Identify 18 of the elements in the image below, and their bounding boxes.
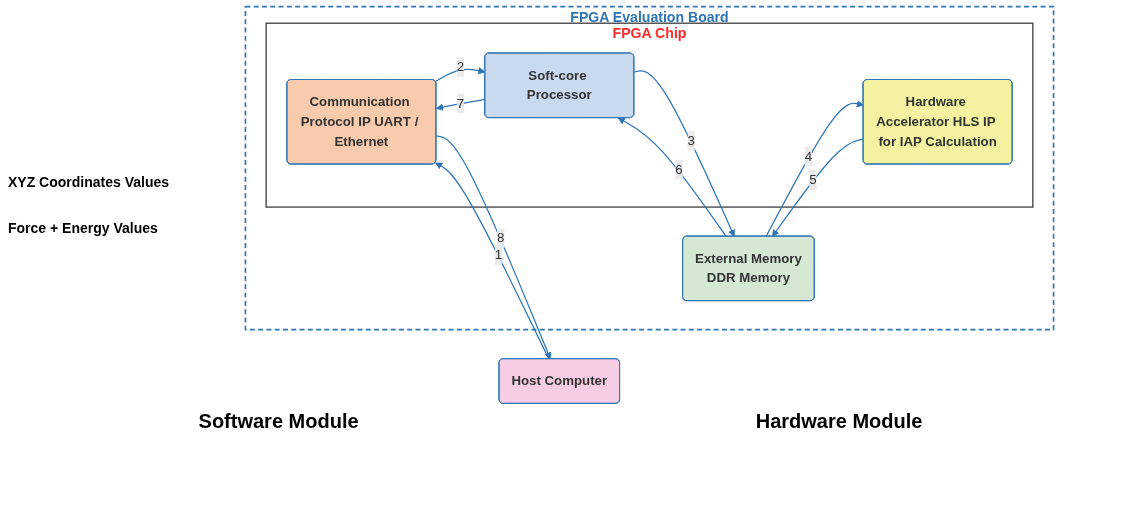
arrow — [765, 100, 864, 238]
module-label: Software Module — [198, 410, 359, 433]
edge-label: 3 — [687, 133, 695, 148]
edge-label: 2 — [456, 59, 465, 74]
arrow — [633, 70, 735, 237]
edge-label: 7 — [456, 96, 465, 111]
edge-label: 1 — [494, 247, 503, 262]
arrow — [772, 138, 865, 237]
flow-label: Force + Energy Values — [8, 220, 159, 236]
arrow — [434, 67, 486, 83]
arrow — [436, 98, 486, 111]
module-label: Hardware Module — [755, 410, 923, 433]
edge-label: 8 — [497, 230, 505, 245]
arrow — [617, 117, 727, 238]
edge-label: 4 — [804, 149, 813, 164]
edge-label: 5 — [809, 172, 817, 187]
edge-label: 6 — [675, 162, 683, 177]
flow-label: XYZ Coordinates Values — [8, 174, 171, 190]
